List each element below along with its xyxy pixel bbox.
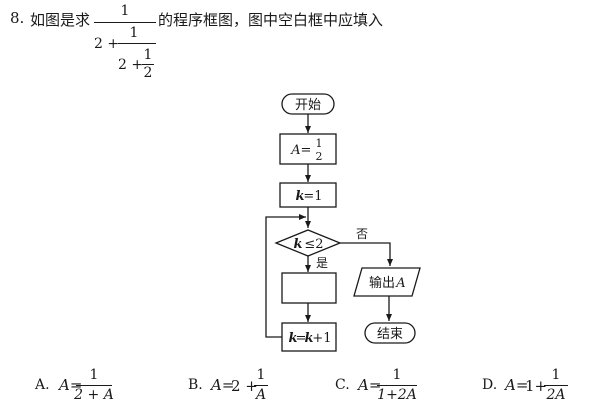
option-denominator: 1+2A — [377, 387, 417, 403]
option-numerator: 1 — [89, 367, 99, 383]
output-var: A — [395, 276, 405, 291]
start-label: 开始 — [295, 98, 321, 113]
question-text-after: 的程序框图，图中空白框中应填入 — [158, 11, 384, 29]
option-letter: B. — [188, 377, 203, 393]
end-label: 结束 — [377, 327, 403, 342]
init-k-rest: =1 — [303, 189, 322, 204]
cf-bot-denominator: 2 — [143, 65, 153, 81]
option-lhs: A= — [358, 376, 382, 394]
option-letter: D. — [482, 377, 498, 393]
option-numerator: 1 — [551, 367, 561, 383]
option-lhs: A= — [505, 376, 529, 394]
option-bar — [76, 385, 112, 386]
option-bar — [544, 385, 568, 386]
option-lead: 2 + — [231, 377, 258, 395]
cond-rest: ≤2 — [304, 237, 323, 252]
cf-mid-numerator: 1 — [129, 25, 139, 41]
cf-mid-lead: 2 + — [94, 36, 120, 52]
incr-plus: +1 — [312, 331, 331, 346]
cond-var: k — [293, 237, 302, 252]
option-bar — [254, 385, 268, 386]
incr-k2: k — [304, 331, 313, 346]
no-label: 否 — [356, 227, 368, 241]
option-bar — [377, 385, 417, 386]
cf-mid-bar — [118, 43, 156, 44]
cf-bot-bar — [142, 64, 154, 65]
cf-top-numerator: 1 — [120, 3, 130, 19]
question-text-before: 如图是求 — [30, 11, 91, 29]
init-a-lhs: A — [290, 143, 300, 158]
init-a-eq: = — [301, 143, 312, 158]
cf-bot-numerator: 1 — [143, 47, 153, 63]
init-a-den: 2 — [316, 150, 323, 163]
output-parallelogram — [353, 267, 421, 297]
cf-top-bar — [94, 22, 156, 23]
option-letter: C. — [335, 377, 350, 393]
init-k-var: k — [295, 189, 304, 204]
cf-bot-lead: 2 + — [118, 57, 144, 73]
yes-label: 是 — [316, 256, 328, 270]
option-numerator: 1 — [392, 367, 402, 383]
incr-eq: = — [296, 331, 307, 346]
option-numerator: 1 — [256, 367, 266, 383]
question-number: 8. — [10, 9, 25, 27]
init-a-num: 1 — [316, 137, 323, 150]
option-letter: A. — [35, 377, 50, 393]
end-terminal — [364, 322, 416, 344]
incr-k1: k — [288, 331, 297, 346]
blank-box — [281, 272, 337, 304]
option-denominator: A — [255, 387, 267, 403]
option-lead: 1+ — [525, 377, 548, 395]
option-lhs: A= — [59, 376, 83, 394]
output-prefix: 输出 — [369, 275, 395, 291]
option-lhs: A= — [211, 376, 235, 394]
option-denominator: 2 + A — [74, 387, 114, 403]
option-denominator: 2A — [546, 387, 566, 403]
